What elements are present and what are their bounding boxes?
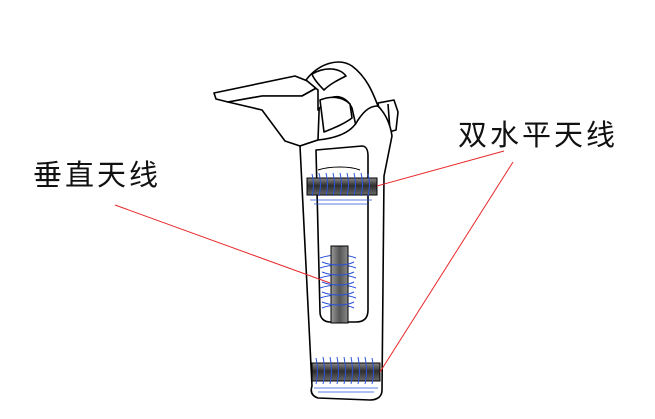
leader-line-vertical [114, 204, 331, 284]
top-horizontal-antenna [306, 172, 378, 205]
label-vertical-antenna: 垂直天线 [33, 158, 162, 192]
bottom-horizontal-antenna [311, 356, 381, 393]
leader-line-top-horizontal [376, 150, 505, 187]
label-dual-horizontal-antennas: 双水平天线 [458, 118, 619, 152]
leader-line-bottom-horizontal [379, 161, 514, 373]
leader-lines [114, 150, 514, 373]
vertical-antenna [319, 245, 357, 324]
locator-handle [213, 61, 399, 147]
